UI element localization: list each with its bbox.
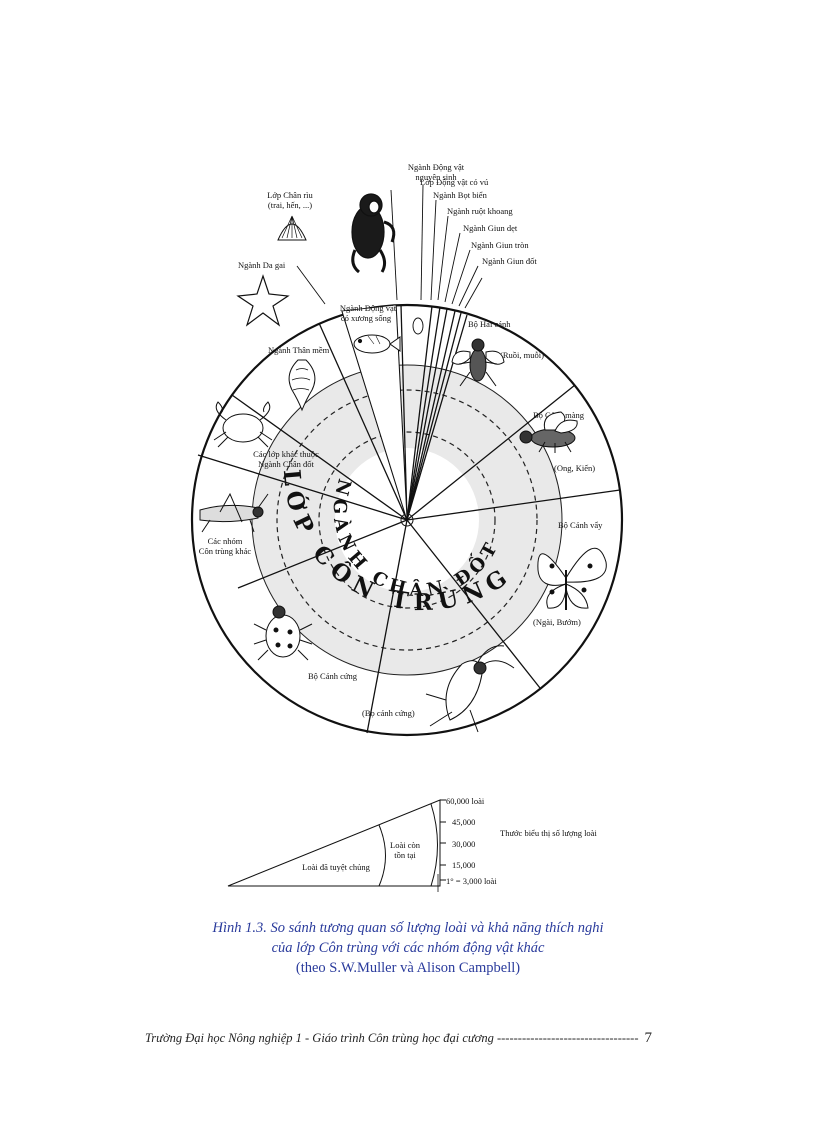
label-bivalves-examples: (trai, hến, ...) bbox=[268, 200, 312, 210]
dashed-ring-inner bbox=[318, 431, 496, 609]
larva-icon bbox=[412, 317, 424, 335]
scale-living: Loài còn bbox=[390, 840, 421, 850]
dashed-ring-outer bbox=[276, 389, 538, 651]
scale-degree: 1° = 3,000 loài bbox=[446, 876, 497, 886]
scale-wedge bbox=[227, 799, 446, 892]
leader-lines bbox=[296, 184, 483, 309]
page-number: 7 bbox=[644, 1030, 653, 1046]
scale-living-2: tồn tại bbox=[394, 850, 416, 860]
butterfly-icon bbox=[537, 547, 607, 610]
caption-line-1: Hình 1.3. So sánh tương quan số lượng lo… bbox=[212, 920, 604, 936]
page-footer: Trường Đại học Nông nghiệp 1 - Giáo trìn… bbox=[145, 1030, 665, 1047]
label-protozoa: Ngành Động vật bbox=[408, 162, 465, 172]
label-lepidoptera: Bộ Cánh vẩy bbox=[558, 520, 603, 530]
label-vertebrates-2: có xương sống bbox=[341, 313, 392, 323]
scale-tick-30000: 30,000 bbox=[452, 839, 475, 849]
outer-ring bbox=[190, 303, 624, 737]
label-other-insects-2: Côn trùng khác bbox=[199, 546, 252, 556]
scale-tick-15000: 15,000 bbox=[452, 860, 475, 870]
fly-icon bbox=[451, 338, 505, 387]
caption-line-2: của lớp Côn trùng với các nhóm động vật … bbox=[271, 940, 545, 956]
sector-dividers bbox=[197, 304, 621, 734]
label-diptera: Bộ Hai cánh bbox=[468, 319, 511, 329]
label-protozoa-2: nguyên sinh bbox=[415, 172, 457, 182]
label-vertebrates: Ngành Động vật bbox=[340, 303, 397, 313]
bee-icon bbox=[519, 411, 578, 453]
label-other-insects: Các nhóm bbox=[208, 536, 243, 546]
snail-icon bbox=[288, 359, 316, 412]
label-coleoptera-examples: (Bọ cánh cứng) bbox=[362, 708, 415, 718]
label-other-arthropods: Các lớp khác thuộc bbox=[253, 449, 319, 459]
label-sponges: Ngành Bọt biển bbox=[433, 190, 488, 200]
label-roundworms: Ngành Giun tròn bbox=[471, 240, 529, 250]
clam-icon bbox=[277, 215, 307, 241]
grasshopper-icon bbox=[199, 492, 269, 533]
fish-icon bbox=[353, 334, 401, 354]
scale-tick-45000: 45,000 bbox=[452, 817, 475, 827]
label-molluscs: Ngành Thân mềm bbox=[268, 345, 330, 355]
scale-extinct: Loài đã tuyệt chủng bbox=[302, 862, 370, 872]
ladybird-icon bbox=[253, 605, 313, 661]
figure-caption: Hình 1.3. So sánh tương quan số lượng lo… bbox=[0, 918, 816, 978]
crab-icon bbox=[213, 401, 273, 448]
starfish-icon bbox=[236, 274, 290, 327]
label-coelenterates: Ngành ruột khoang bbox=[447, 206, 513, 216]
label-hymenoptera-examples: (Ong, Kiến) bbox=[554, 463, 595, 473]
footer-text: Trường Đại học Nông nghiệp 1 - Giáo trìn… bbox=[145, 1031, 639, 1045]
label-lepidoptera-examples: (Ngài, Bướm) bbox=[533, 617, 581, 627]
label-diptera-examples: (Ruồi, muỗi) bbox=[500, 350, 544, 360]
label-coleoptera: Bộ Cánh cứng bbox=[308, 671, 358, 681]
monkey-icon bbox=[351, 193, 396, 274]
beetle-icon bbox=[425, 645, 515, 733]
label-flatworms: Ngành Giun dẹt bbox=[463, 223, 518, 233]
label-annelids: Ngành Giun đốt bbox=[482, 256, 537, 266]
label-bivalves: Lớp Chân rìu bbox=[267, 190, 313, 200]
label-other-arthropods-2: Ngành Chân đốt bbox=[258, 459, 314, 469]
scale-tick-60000: 60,000 loài bbox=[446, 796, 485, 806]
label-echinoderms: Ngành Da gai bbox=[238, 260, 286, 270]
label-mammals: Lớp Động vật có vú bbox=[420, 177, 489, 187]
caption-line-3: (theo S.W.Muller và Alison Campbell) bbox=[295, 960, 521, 976]
scale-title: Thước biểu thị số lượng loài bbox=[500, 828, 597, 838]
